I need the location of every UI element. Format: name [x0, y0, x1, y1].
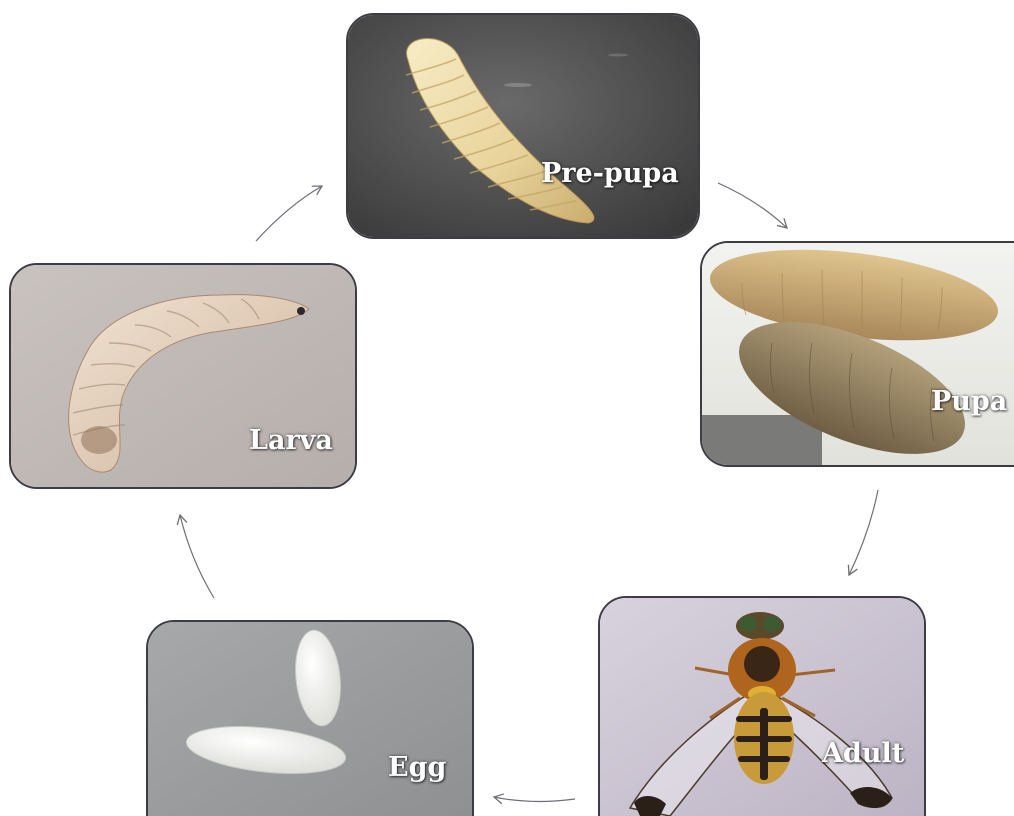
pupa-panel: Pupa — [700, 241, 1014, 467]
larva-panel: Larva — [9, 263, 357, 489]
arrow-pupa-to-adult — [849, 490, 878, 575]
adult-fly-photo — [600, 598, 924, 816]
pupa-label: Pupa — [931, 386, 1007, 417]
prepupa-photo — [348, 15, 698, 237]
adult-label: Adult — [822, 738, 904, 769]
egg-label: Egg — [388, 752, 446, 783]
arrow-adult-to-egg — [494, 797, 575, 801]
arrow-egg-to-larva — [180, 515, 214, 598]
pupa-photo — [702, 243, 1014, 465]
arrow-larva-to-prepupa — [256, 186, 322, 241]
egg-photo — [148, 622, 472, 816]
prepupa-panel: Pre-pupa — [346, 13, 700, 239]
arrow-prepupa-to-pupa — [718, 183, 787, 228]
egg-panel: Egg — [146, 620, 474, 816]
larva-label: Larva — [249, 425, 333, 456]
adult-panel: Adult — [598, 596, 926, 816]
prepupa-label: Pre-pupa — [541, 158, 679, 189]
